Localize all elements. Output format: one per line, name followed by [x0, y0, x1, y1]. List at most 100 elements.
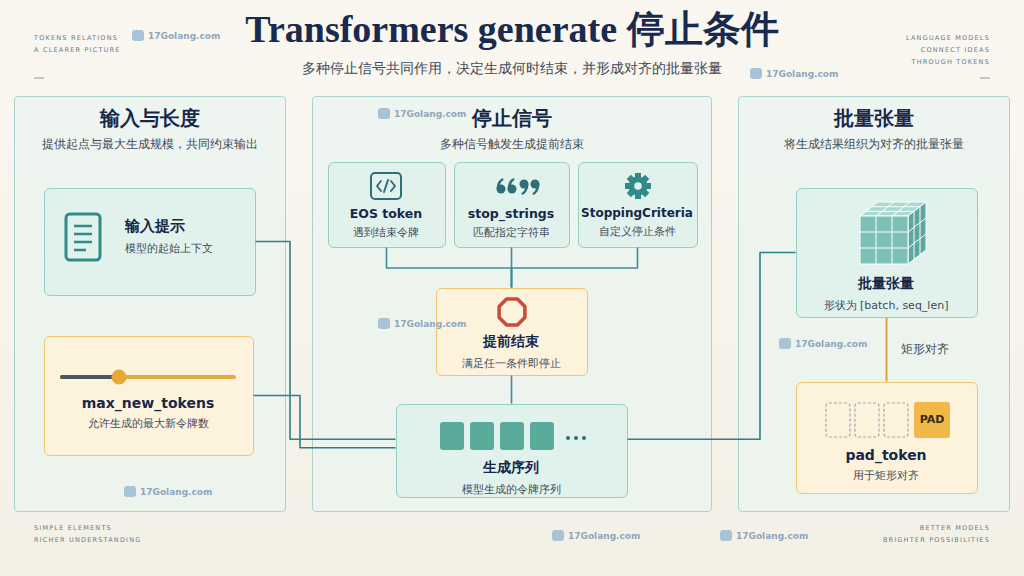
gear-icon-part: [641, 175, 649, 183]
tensor-cube-part: [872, 206, 920, 207]
node-title: 停止信号: [313, 105, 710, 132]
pad-slots-part: [884, 403, 908, 437]
node-subtitle: 形状为 [batch, seq_len]: [797, 298, 976, 313]
node-title: 批量张量: [797, 275, 976, 293]
corner-tagline: BETTER MODELS BRIGHTER POSSIBILITIES: [880, 522, 990, 546]
node-text-group: 批量张量将生成结果组织为对齐的批量张量: [739, 105, 1008, 152]
node-text-group: StoppingCriteria 自定义停止条件: [579, 206, 696, 239]
connector: [387, 248, 512, 288]
connector: [511, 248, 513, 288]
gear-icon-part: [641, 189, 649, 197]
token-squares-part: [582, 436, 586, 440]
node-subtitle: 模型生成的令牌序列: [397, 482, 626, 497]
pad-slots-part: [826, 403, 850, 437]
process-box: StoppingCriteria 自定义停止条件: [578, 162, 698, 248]
group-panel: 输入与长度提供起点与最大生成规模，共同约束输出输入提示模型的起始上下文 max_n…: [14, 96, 286, 512]
corner-dash: [34, 78, 990, 79]
node-title: 批量张量: [739, 105, 1008, 132]
gear-icon-part: [635, 193, 641, 199]
quote-icon-part: [531, 180, 540, 189]
code-icon-part: [384, 180, 388, 192]
node-text-group: 输入与长度提供起点与最大生成规模，共同约束输出: [15, 105, 284, 152]
watermark: 17Golang.com: [132, 30, 238, 42]
quote-icon-part: [508, 178, 515, 189]
node-subtitle: 自定义停止条件: [579, 225, 696, 239]
node-title: 提前结束: [437, 333, 586, 351]
document-icon: [66, 214, 100, 260]
gear-icon: [625, 173, 651, 199]
node-title: StoppingCriteria: [579, 206, 696, 220]
gear-icon-part: [627, 189, 635, 197]
quote-icon-part: [508, 185, 517, 194]
quote-icon-part: [533, 184, 540, 195]
document-icon-part: [74, 233, 92, 236]
tensor-cube-part: [908, 202, 926, 264]
pad-slots: [826, 402, 950, 438]
quote-icon-part: [497, 185, 506, 194]
corner-tagline: TOKENS RELATIONS A CLEARER PICTURE: [34, 32, 126, 56]
node-title: stop_strings: [455, 206, 568, 221]
node-subtitle: 提供起点与最大生成规模，共同约束输出: [15, 137, 284, 152]
slider-icon-part: [62, 375, 119, 379]
tensor-cube-part: [892, 202, 910, 216]
node-subtitle: 遇到结束令牌: [329, 226, 444, 240]
process-box: pad_token用于矩形对齐: [796, 382, 978, 494]
process-box: EOS token遇到结束令牌: [328, 162, 446, 248]
tensor-cube-part: [892, 216, 893, 264]
connector: [628, 253, 796, 440]
tensor-cube: [860, 202, 926, 264]
process-box: 提前结束满足任一条件即停止: [436, 288, 588, 376]
stop-octagon-part: [499, 299, 525, 325]
gear-icon-part: [627, 175, 635, 183]
node-subtitle: 将生成结果组织为对齐的批量张量: [739, 137, 1008, 152]
corner-tagline: LANGUAGE MODELS CONNECT IDEAS THROUGH TO…: [898, 32, 990, 68]
quote-icon-part: [520, 180, 529, 189]
node-text-group: 提前结束满足任一条件即停止: [437, 333, 586, 371]
token-squares-part: [470, 422, 494, 450]
node-text-group: 停止信号多种信号触发生成提前结束: [313, 105, 710, 152]
code-icon-part: [391, 181, 395, 191]
tensor-cube-part: [860, 232, 908, 233]
slider-icon-part: [62, 375, 234, 379]
watermark: 17Golang.com: [750, 68, 856, 80]
quote-icon-part: [522, 184, 529, 195]
node-title: 输入与长度: [15, 105, 284, 132]
connector: [254, 396, 396, 448]
quote-icon: [497, 178, 540, 195]
token-squares-part: [500, 422, 524, 450]
node-text-group: 批量张量形状为 [batch, seq_len]: [797, 275, 976, 313]
watermark: 17Golang.com: [720, 530, 826, 542]
connector: [511, 376, 513, 404]
watermark: 17Golang.com: [552, 530, 658, 542]
group-panel: 批量张量将生成结果组织为对齐的批量张量批量张量形状为 [batch, seq_l…: [738, 96, 1010, 512]
pad-slots-part: [855, 403, 879, 437]
quote-icon-part: [497, 178, 504, 189]
node-subtitle: 满足任一条件即停止: [437, 356, 586, 371]
node-title: max_new_tokens: [45, 395, 252, 411]
code-icon-part: [371, 173, 401, 199]
corner-tagline: SIMPLE ELEMENTS RICHER UNDERSTANDING: [34, 522, 144, 546]
tensor-cube-part: [876, 202, 894, 216]
code-icon: [371, 173, 401, 199]
slider-icon-part: [112, 370, 127, 385]
node-subtitle: 用于矩形对齐: [797, 468, 976, 483]
process-box: 生成序列模型生成的令牌序列: [396, 404, 628, 498]
tensor-cube-part: [908, 218, 926, 232]
tensor-cube-part: [860, 248, 908, 249]
process-box: 批量张量形状为 [batch, seq_len]: [796, 188, 978, 318]
process-box: 输入提示模型的起始上下文: [44, 188, 256, 296]
node-subtitle: 允许生成的最大新令牌数: [45, 416, 252, 431]
process-box: stop_strings 匹配指定字符串: [454, 162, 570, 248]
gear-icon-part: [645, 183, 651, 189]
node-subtitle: 匹配指定字符串: [455, 226, 568, 240]
document-icon-part: [74, 225, 92, 228]
node-title: 生成序列: [397, 459, 626, 477]
tensor-cube-part: [860, 216, 908, 264]
node-text-group: stop_strings 匹配指定字符串: [455, 206, 568, 240]
pad-slots-part: [914, 402, 950, 438]
group-panel: 停止信号多种信号触发生成提前结束 EOS token遇到结束令牌 stop_stri…: [312, 96, 712, 512]
corner-dash-part: [34, 78, 44, 79]
stop-octagon: [499, 299, 525, 325]
tensor-cube-part: [860, 202, 926, 216]
